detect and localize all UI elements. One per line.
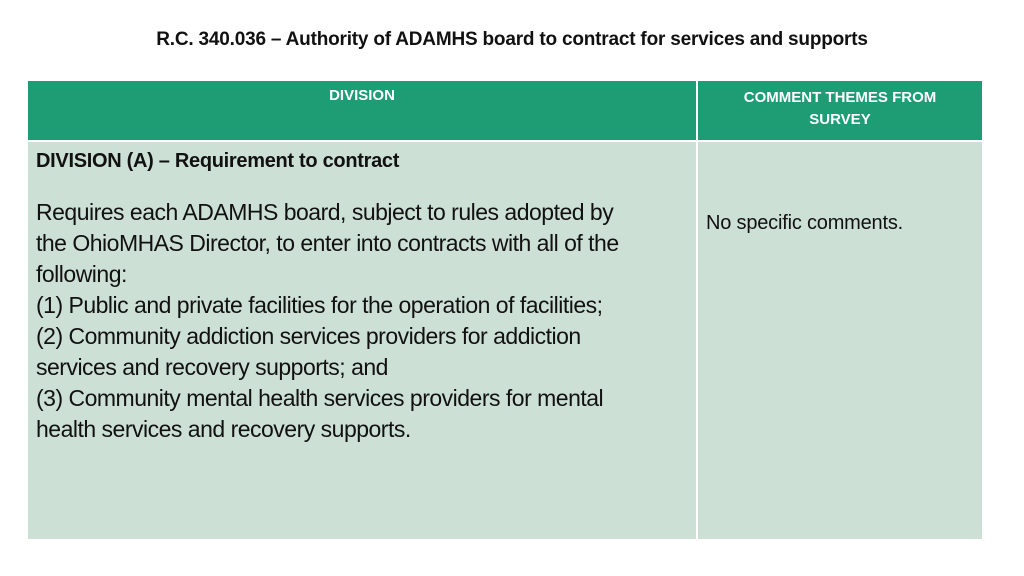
division-text-line: (2) Community addiction services provide… (36, 323, 581, 349)
comment-cell: No specific comments. (698, 142, 982, 539)
division-text-line: Requires each ADAMHS board, subject to r… (36, 199, 614, 225)
division-cell: DIVISION (A) – Requirement to contract R… (28, 142, 696, 539)
comment-text: No specific comments. (706, 212, 903, 234)
division-column-header: DIVISION (28, 81, 698, 140)
comment-themes-column-header: COMMENT THEMES FROM SURVEY (743, 89, 937, 128)
division-text-line: the OhioMHAS Director, to enter into con… (36, 230, 619, 256)
division-text-line: (3) Community mental health services pro… (36, 385, 604, 411)
division-text-line: services and recovery supports; and (36, 354, 388, 380)
division-description: Requires each ADAMHS board, subject to r… (36, 197, 686, 445)
division-text-line: following: (36, 261, 127, 287)
table-row: DIVISION (A) – Requirement to contract R… (28, 142, 982, 539)
division-text-line: health services and recovery supports. (36, 416, 411, 442)
page-title: R.C. 340.036 – Authority of ADAMHS board… (156, 29, 868, 50)
division-heading: DIVISION (A) – Requirement to contract (36, 150, 400, 172)
division-text-line: (1) Public and private facilities for th… (36, 292, 603, 318)
table-header-row: DIVISION COMMENT THEMES FROM SURVEY (28, 81, 982, 140)
